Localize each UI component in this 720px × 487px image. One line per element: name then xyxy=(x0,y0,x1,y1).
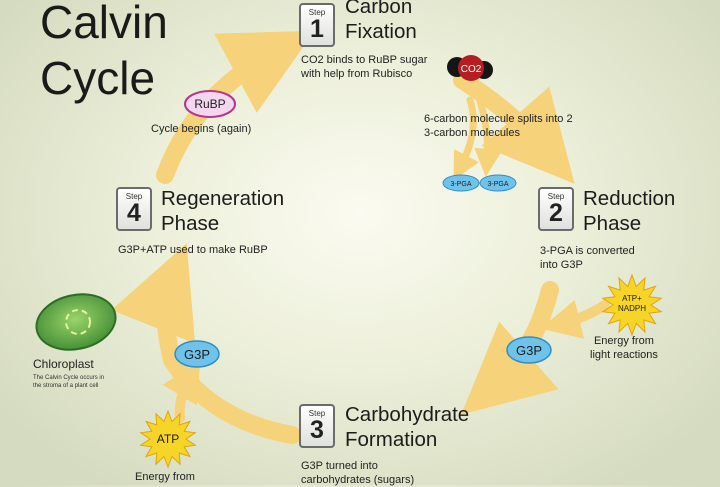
atp-nadph-label-2: NADPH xyxy=(618,304,646,313)
step-1-badge: Step 1 xyxy=(299,3,335,47)
step-3-word: Step xyxy=(308,409,326,418)
step-3-desc-line-1: G3P turned into xyxy=(301,460,378,472)
step-3-number: 3 xyxy=(310,416,324,444)
step-4-title-line-1: Regeneration xyxy=(161,187,285,210)
step-2-description: 3-PGA is converted into G3P xyxy=(540,244,635,272)
split-note: 6-carbon molecule splits into 2 3-carbon… xyxy=(424,112,573,140)
g3p-label-left: G3P xyxy=(184,347,210,362)
step-2-word: Step xyxy=(547,192,565,201)
step-1-desc-line-1: CO2 binds to RuBP sugar xyxy=(301,54,428,66)
chloroplast-note-line-1: The Calvin Cycle occurs in xyxy=(33,375,105,381)
step-4-desc-line-1: G3P+ATP used to make RuBP xyxy=(118,244,268,256)
g3p-bubble-left xyxy=(174,340,220,368)
step-2-title: Reduction Phase xyxy=(583,186,675,236)
title-line-1: Calvin xyxy=(40,0,168,48)
step-3-desc-line-2: carbohydrates (sugars) xyxy=(301,474,415,486)
atp-caption: Energy from xyxy=(135,471,195,483)
chloroplast-label: Chloroplast xyxy=(33,357,94,371)
step-2-desc-line-1: 3-PGA is converted xyxy=(540,245,635,257)
co2-label: CO2 xyxy=(461,64,482,75)
step-3-badge: Step 3 xyxy=(299,404,335,448)
pga-label-1: 3-PGA xyxy=(450,181,471,188)
step-1-desc-line-2: with help from Rubisco xyxy=(301,68,413,80)
step-3-title-line-1: Carbohydrate xyxy=(345,403,470,426)
step-4-title-line-2: Phase xyxy=(161,212,220,235)
step-4-badge: Step 4 xyxy=(116,187,152,231)
rubp-label: RuBP xyxy=(194,97,225,111)
g3p-bubble-right xyxy=(506,336,552,364)
atp-nadph-caption-line-1: Energy from xyxy=(593,335,654,347)
step-2-number: 2 xyxy=(549,199,563,227)
step-3-description: G3P turned into carbohydrates (sugars) xyxy=(301,459,414,487)
atp-star xyxy=(139,409,197,469)
page-title: Calvin Cycle xyxy=(40,0,168,106)
pga-bubble-1 xyxy=(442,174,480,192)
arrow-split-to-pga xyxy=(474,91,503,177)
split-note-line-2: 3-carbon molecules xyxy=(424,127,520,139)
chloroplast-note-line-2: the stroma of a plant cell xyxy=(33,383,99,389)
step-4-title: Regeneration Phase xyxy=(161,186,284,236)
chloroplast-icon xyxy=(35,293,117,351)
step-1-word: Step xyxy=(308,8,326,17)
atp-nadph-caption: Energy from light reactions xyxy=(590,334,658,362)
chloroplast-note: The Calvin Cycle occurs in the stroma of… xyxy=(33,374,104,390)
co2-molecule: CO2 xyxy=(447,55,493,81)
split-note-line-1: 6-carbon molecule splits into 2 xyxy=(424,113,573,125)
step-3-title: Carbohydrate Formation xyxy=(345,402,469,452)
rubp-bubble xyxy=(184,90,236,118)
step-2-desc-line-2: into G3P xyxy=(540,259,583,271)
rubp-caption: Cycle begins (again) xyxy=(151,123,252,135)
step-4-word: Step xyxy=(125,192,143,201)
title-line-2: Cycle xyxy=(40,52,156,104)
step-1-title: Carbon Fixation xyxy=(345,0,417,44)
pga-bubble-2 xyxy=(479,174,517,192)
atp-label: ATP xyxy=(157,432,179,446)
step-1-title-line-1: Carbon xyxy=(345,0,413,18)
step-3-title-line-2: Formation xyxy=(345,428,438,451)
step-4-number: 4 xyxy=(127,199,141,227)
step-1-number: 1 xyxy=(310,15,324,43)
step-2-title-line-2: Phase xyxy=(583,212,642,235)
step-1-description: CO2 binds to RuBP sugar with help from R… xyxy=(301,53,427,81)
arrow-atp-to-cycle xyxy=(162,360,201,423)
step-2-badge: Step 2 xyxy=(538,187,574,231)
pga-label-2: 3-PGA xyxy=(487,181,508,188)
arrow-split-to-pga-2 xyxy=(453,96,479,181)
g3p-label-right: G3P xyxy=(516,343,542,358)
atp-nadph-star xyxy=(601,273,663,337)
atp-nadph-label-1: ATP+ xyxy=(622,294,642,303)
step-4-description: G3P+ATP used to make RuBP xyxy=(118,243,268,257)
step-1-title-line-2: Fixation xyxy=(345,20,417,43)
arrow-co2-to-step2 xyxy=(453,71,575,184)
arrow-atp-nadph-to-cycle xyxy=(540,299,610,339)
step-2-title-line-1: Reduction xyxy=(583,187,676,210)
atp-nadph-caption-line-2: light reactions xyxy=(590,349,658,361)
